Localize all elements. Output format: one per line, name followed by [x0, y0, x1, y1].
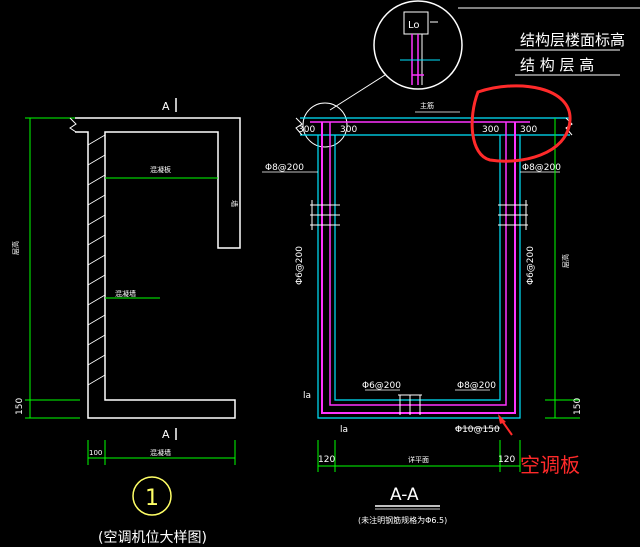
la-label-1: la — [303, 391, 311, 401]
story-height-label: 结 构 层 高 — [520, 56, 594, 74]
section-dim-150: 150 — [573, 398, 583, 415]
header-lines — [458, 7, 640, 76]
dim-120-right: 120 — [498, 455, 515, 465]
ac-board-annotation: 空调板 — [520, 453, 580, 477]
rebar-right-label: Φ8@200 — [522, 163, 561, 173]
detail-lo-label: Lo — [408, 20, 420, 31]
left-side-wall-label: 墙 — [230, 200, 239, 207]
dim-300-a: 300 — [298, 125, 315, 135]
dim-300-c: 300 — [482, 125, 499, 135]
left-dim-100: 100 — [89, 449, 102, 457]
section-detail-circle — [302, 102, 348, 148]
highlight-ellipse — [470, 84, 572, 163]
left-wall-label: 混凝墙 — [115, 289, 136, 298]
section-height-label: 层高 — [561, 254, 570, 268]
section-title: A-A — [390, 485, 419, 505]
left-caption: (空调机位大样图) — [98, 530, 207, 546]
la-label-2: la — [340, 425, 348, 435]
left-bottom-dim: 混凝墙 — [150, 448, 171, 457]
rebar-bottom-right-label: Φ8@200 — [457, 381, 496, 391]
detail-bubble — [329, 0, 463, 111]
dim-300-d: 300 — [520, 125, 537, 135]
elevation-label: 结构层楼面标高 — [520, 31, 625, 49]
top-rebar-label: 主筋 — [420, 101, 434, 110]
rebar-left-label: Φ8@200 — [265, 163, 304, 173]
section-note: (未注明钢筋规格为Φ6.5) — [358, 515, 447, 525]
left-height-label: 层高 — [11, 241, 20, 255]
left-section-mark-bottom: A — [162, 428, 170, 441]
dim-120-left: 120 — [318, 455, 335, 465]
rebar-bottom-left-label: Φ6@200 — [362, 381, 401, 391]
left-top-slab-label: 混凝板 — [150, 165, 171, 174]
dim-300-b: 300 — [340, 125, 357, 135]
left-view — [25, 98, 241, 516]
bottom-width-label: 详平面 — [408, 455, 429, 464]
section-view — [262, 111, 580, 510]
rebar-vert-right-label: Φ6@200 — [526, 246, 536, 285]
rebar-bottom-main-label: Φ10@150 — [455, 425, 500, 435]
left-dim-150: 150 — [15, 398, 25, 415]
rebar-vert-left-label: Φ6@200 — [295, 246, 305, 285]
left-circle-number: 1 — [145, 486, 159, 511]
left-section-mark-top: A — [162, 100, 170, 113]
